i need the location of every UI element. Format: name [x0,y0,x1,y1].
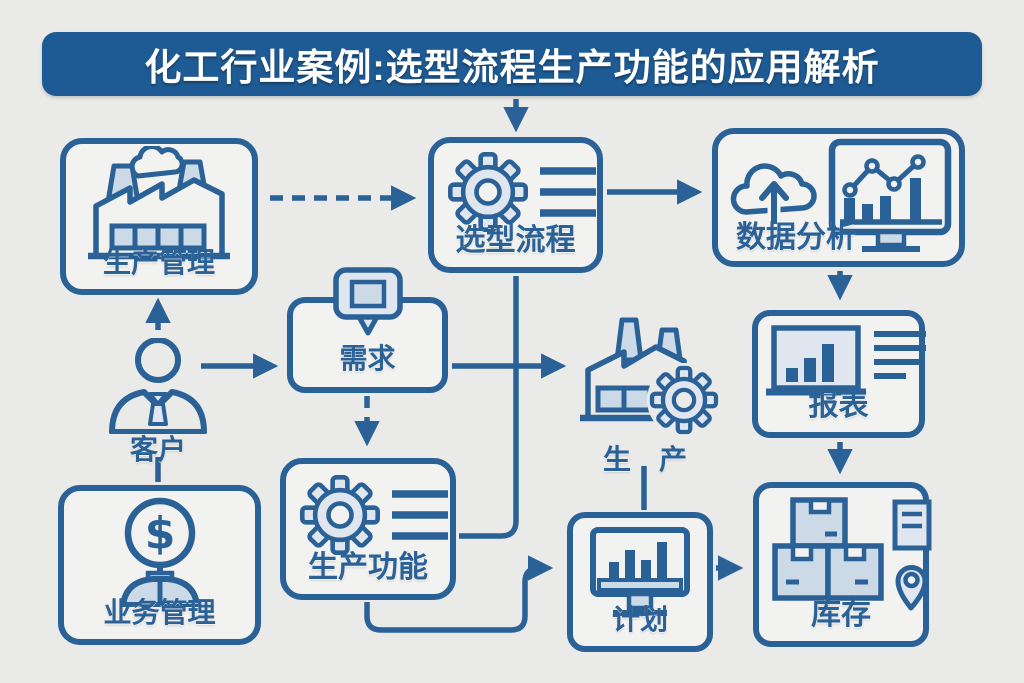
production-label: 生 产 [602,444,687,475]
node-label: 计划 [611,604,668,635]
factory-smoke-icon [88,146,230,260]
node-label: 业务管理 [103,597,216,628]
edge-production-function-to-plan [364,555,554,633]
node-label: 选型流程 [455,224,576,257]
node-selection-process: 选型流程 [428,137,603,273]
node-report: 报表 [752,310,926,438]
bar-chart-lines-icon [766,325,926,396]
boxes-document-pin-icon [772,497,932,611]
node-label: 生产管理 [102,247,215,278]
header-banner: 化工行业案例:选型流程生产功能的应用解析 [42,32,982,96]
dollar-person-icon: $ [119,497,200,607]
node-business-mgmt: $ 业务管理 [58,485,261,645]
factory-gear-icon [580,317,721,437]
svg-text:$: $ [144,508,175,559]
node-production-mgmt: 生产管理 [60,138,258,295]
node-demand: 需求 [287,267,448,393]
node-production-function: 生产功能 [280,458,456,600]
gear-list-icon [447,151,596,233]
node-label: 数据分析 [736,221,856,254]
page-title: 化工行业案例:选型流程生产功能的应用解析 [144,47,880,88]
node-label: 报表 [808,389,869,422]
node-inventory: 库存 [753,482,932,647]
customer-label: 客户 [129,434,186,465]
node-label: 生产功能 [308,551,428,584]
node-plan: 计划 [567,512,713,652]
cloud-upload-monitor-chart-icon [730,138,952,252]
edge-selection-to-production-function [459,276,519,539]
person-tie-icon [109,338,207,434]
speech-bubble-icon [332,267,403,336]
node-label: 需求 [339,343,396,374]
monitor-bars-icon [590,527,690,616]
node-label: 库存 [811,598,871,631]
node-data-analysis: 数据分析 [712,128,965,267]
gear-list-icon [299,474,448,556]
